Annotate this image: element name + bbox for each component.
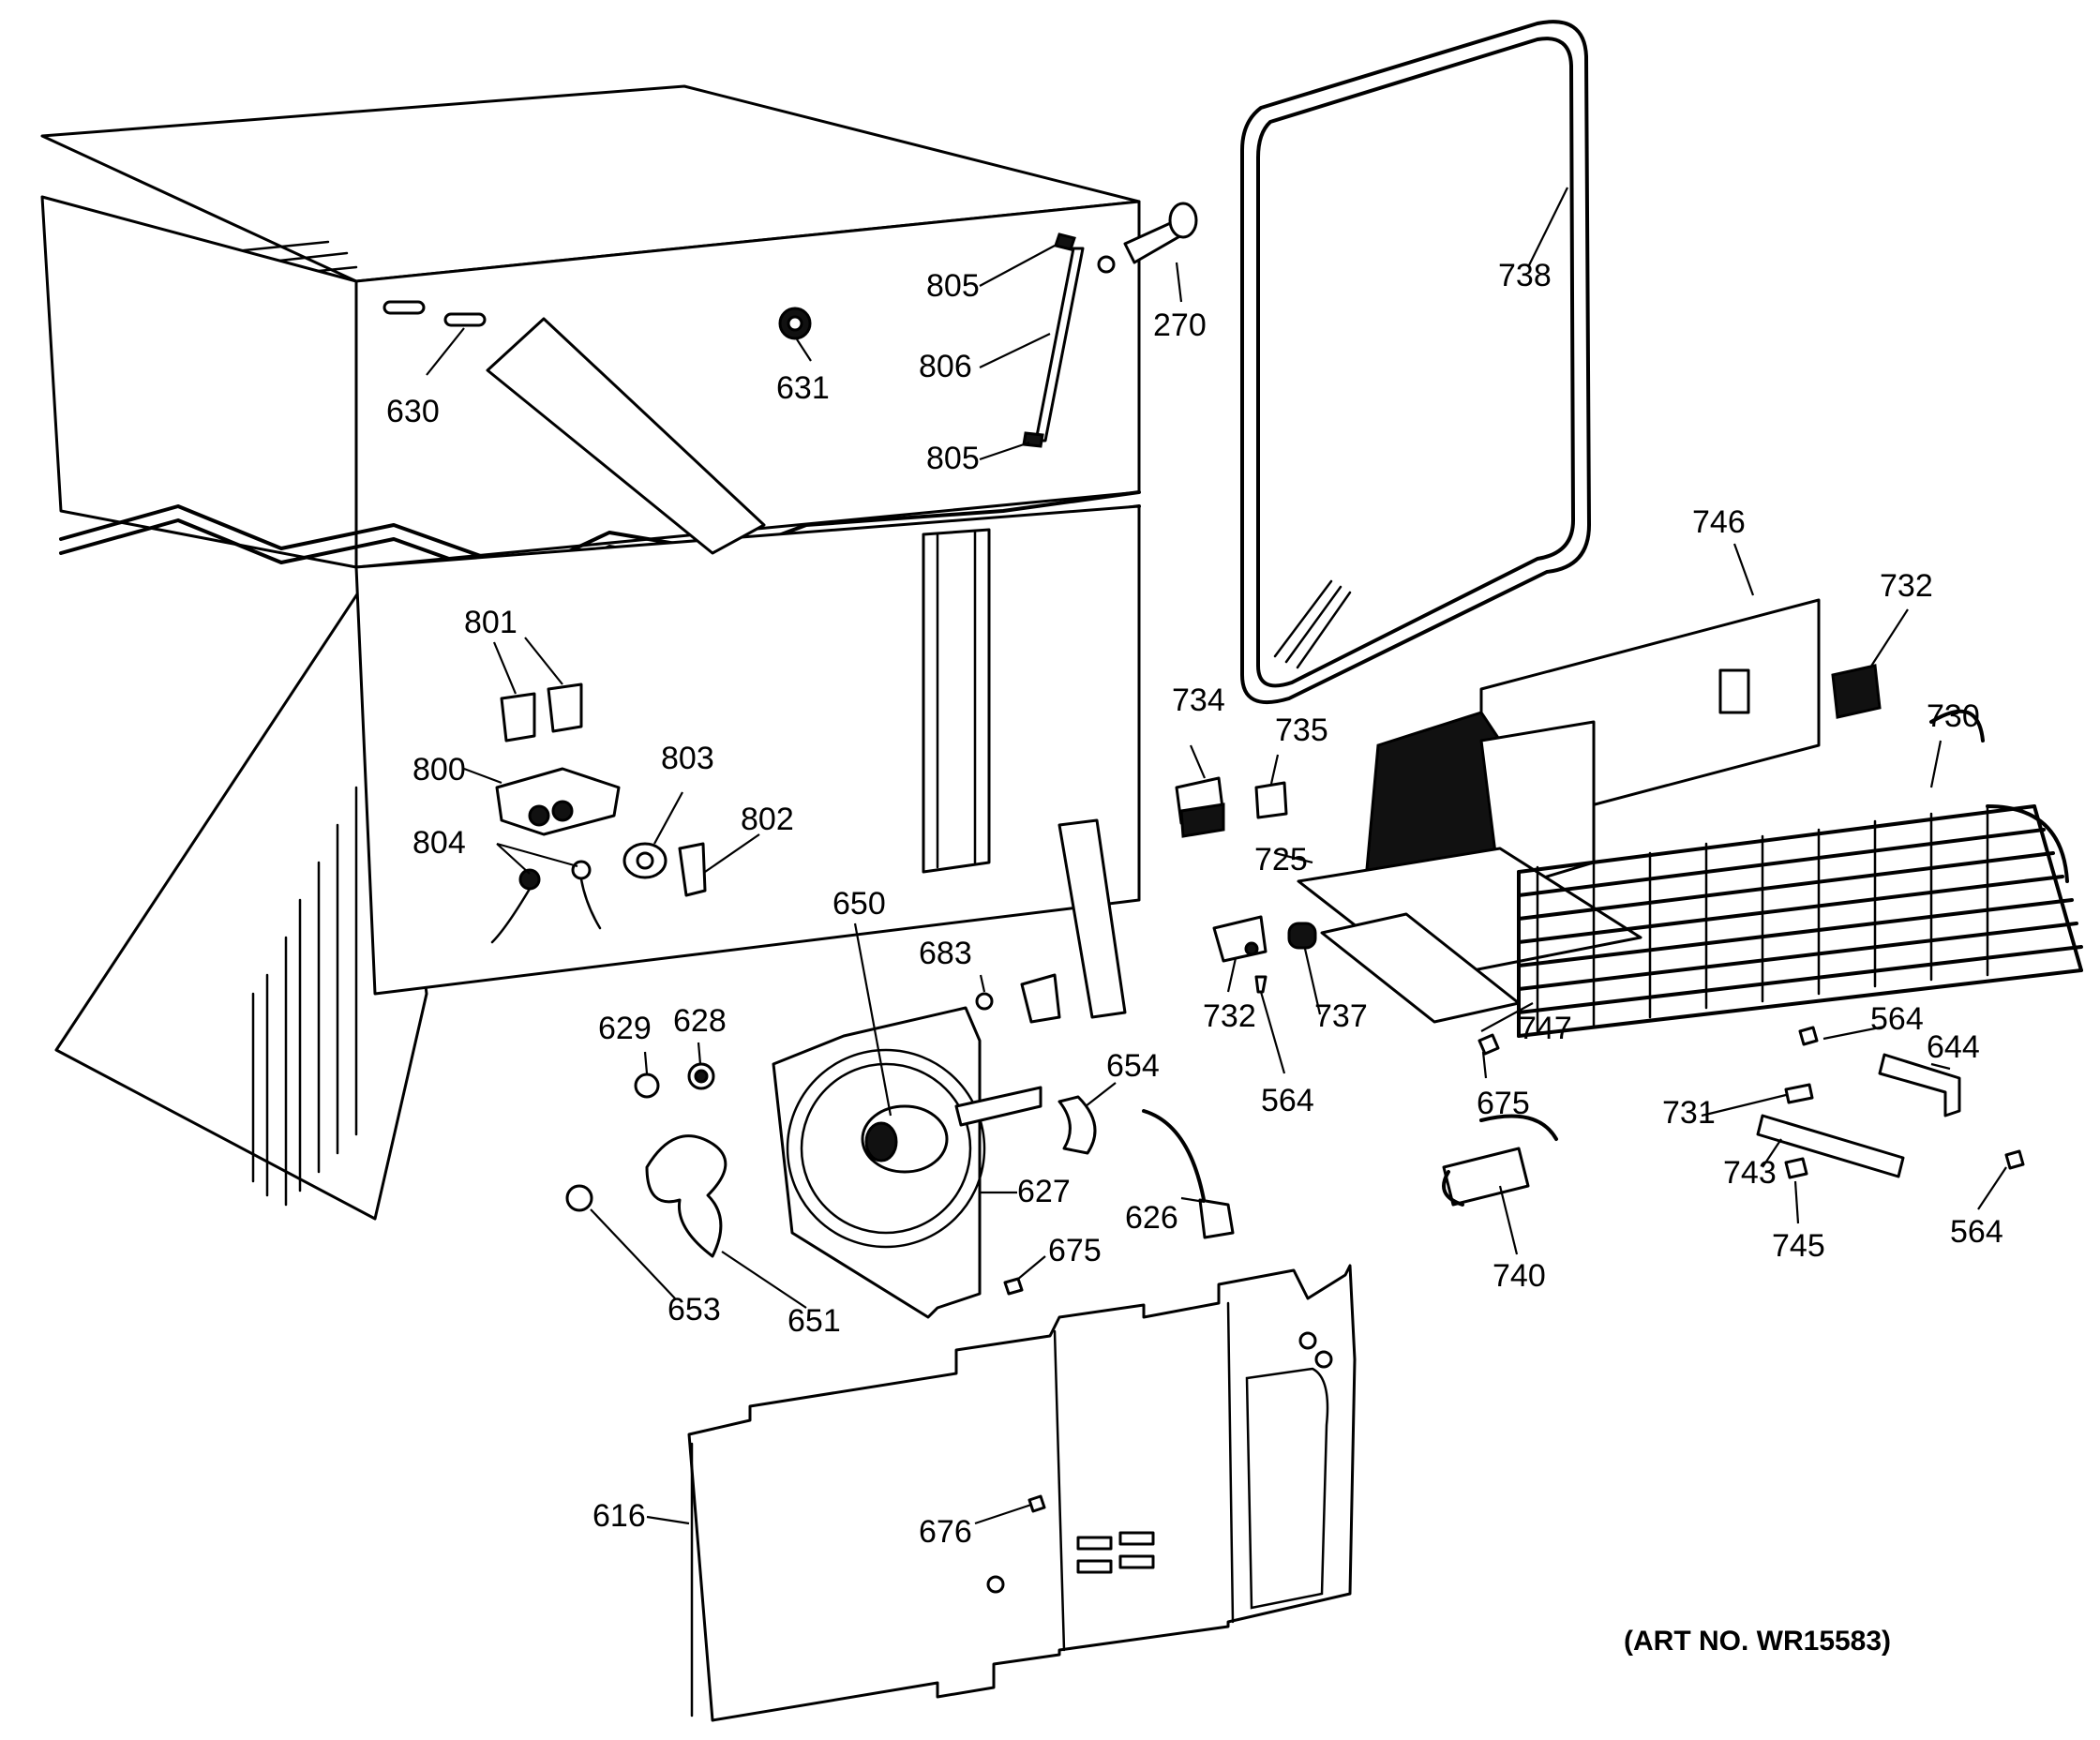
- callout-564-left: 564: [1261, 1083, 1314, 1118]
- callout-801: 801: [464, 605, 518, 640]
- callout-734: 734: [1172, 682, 1225, 718]
- compressor-assembly: [1297, 598, 2083, 1038]
- callout-629: 629: [598, 1011, 652, 1046]
- callout-738: 738: [1498, 258, 1552, 293]
- callout-805-bottom: 805: [926, 441, 980, 476]
- callout-732-bottom: 732: [1203, 998, 1256, 1034]
- callout-806: 806: [919, 349, 972, 384]
- callout-725: 725: [1254, 842, 1308, 878]
- callout-626: 626: [1125, 1200, 1178, 1236]
- callout-675-right: 675: [1477, 1086, 1530, 1121]
- callout-650: 650: [832, 886, 886, 922]
- callout-732-top: 732: [1880, 568, 1933, 604]
- fan-assembly: [645, 1006, 1042, 1319]
- leader-lines: [426, 187, 2007, 1525]
- callout-804: 804: [412, 825, 466, 861]
- callout-676: 676: [919, 1514, 972, 1550]
- small-parts: [490, 682, 2025, 1296]
- callout-745: 745: [1772, 1228, 1825, 1264]
- callout-564-middle: 564: [1870, 1001, 1924, 1037]
- callout-628: 628: [673, 1003, 727, 1039]
- callout-616: 616: [592, 1498, 646, 1534]
- callout-800: 800: [412, 752, 466, 788]
- callout-651: 651: [788, 1303, 841, 1339]
- art-number: (ART NO. WR15583): [1624, 1626, 1891, 1657]
- callout-747: 747: [1519, 1011, 1572, 1046]
- callout-746: 746: [1692, 504, 1746, 540]
- callout-683: 683: [919, 936, 972, 971]
- callout-631: 631: [776, 370, 830, 406]
- callout-735: 735: [1275, 712, 1328, 748]
- callout-270: 270: [1153, 308, 1207, 343]
- callout-627: 627: [1017, 1174, 1071, 1209]
- callout-743: 743: [1723, 1155, 1777, 1191]
- callout-labels: 805 270 806 805 630 631 738 746 732 734 …: [386, 258, 2003, 1657]
- callout-644: 644: [1927, 1029, 1980, 1065]
- defrost-rod-assembly: [1022, 202, 1198, 448]
- cabinet-body: [40, 84, 1141, 1221]
- callout-730: 730: [1927, 698, 1980, 734]
- callout-740: 740: [1492, 1258, 1546, 1294]
- callout-737: 737: [1314, 998, 1368, 1034]
- callout-654: 654: [1106, 1048, 1160, 1084]
- callout-805-top: 805: [926, 268, 980, 304]
- callout-731: 731: [1662, 1095, 1716, 1131]
- callout-630: 630: [386, 394, 440, 429]
- callout-675-left: 675: [1048, 1233, 1102, 1268]
- callout-653: 653: [668, 1292, 721, 1328]
- access-panel: [687, 1264, 1357, 1722]
- callout-803: 803: [661, 741, 714, 776]
- door-gasket: [1240, 20, 1591, 704]
- callout-802: 802: [741, 802, 794, 837]
- callout-564-right: 564: [1950, 1214, 2003, 1250]
